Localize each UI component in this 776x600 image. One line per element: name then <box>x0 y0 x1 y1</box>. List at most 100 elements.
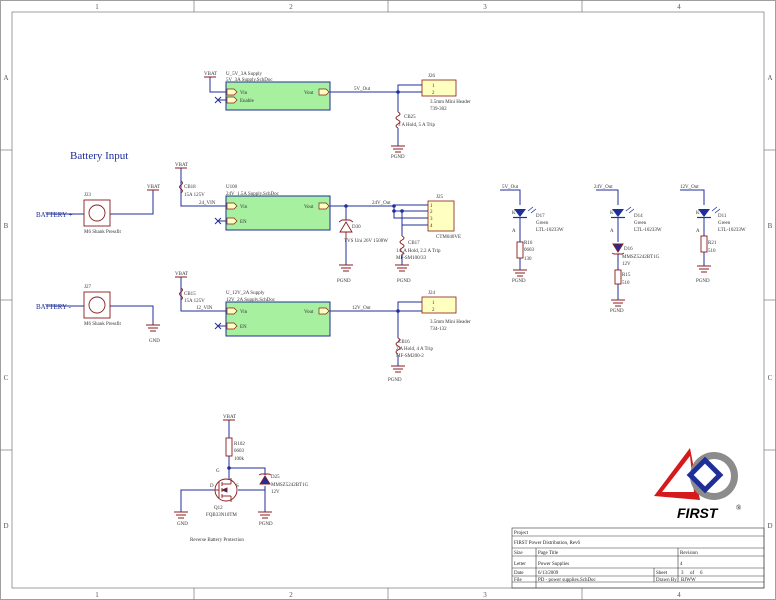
j25-pin-3: 3 <box>430 217 433 222</box>
pgnd-label-d30: PGND <box>337 279 351 284</box>
col-label-1-bottom: 1 <box>95 591 99 599</box>
first-logo: FIRST ® <box>654 448 742 521</box>
row-label-b-left: B <box>4 222 9 230</box>
connector-j25[interactable] <box>427 200 455 232</box>
pgnd-d14 <box>611 299 625 307</box>
connector-j24[interactable] <box>421 296 457 314</box>
title-project-value: FIRST Power Distribution, Rev6 <box>514 541 581 546</box>
col-label-4-bottom: 4 <box>677 591 681 599</box>
ground-symbols <box>146 145 711 519</box>
j24-pin-1: 1 <box>432 301 435 306</box>
pgnd-label-j26: PGND <box>391 155 405 160</box>
connector-j26[interactable] <box>421 79 457 97</box>
r102-value: 100k <box>234 457 245 462</box>
d14-part: LTL-10233W <box>634 228 662 233</box>
block-24v-pin-vout: Vout <box>304 205 314 210</box>
q12-ref: Q12 <box>214 506 223 511</box>
d11-color: Green <box>718 221 731 226</box>
first-logo-text: FIRST <box>677 505 719 521</box>
d16-part: MMSZ5242BT1G <box>622 255 660 260</box>
j27-desc: M6 Shank Pressfit <box>84 322 122 327</box>
cb17-desc1: 1.1 A Hold, 2.2 A Trip <box>396 249 441 254</box>
fuse-cb16-symbol <box>395 337 401 355</box>
resistor-r102-symbol <box>225 437 233 457</box>
pgnd-j24 <box>391 365 405 373</box>
cb18-ref: CB18 <box>184 185 196 190</box>
net-label-12v-out: 12V_Out <box>352 306 371 311</box>
title-file-value: PD - power supplies.SchDoc <box>538 578 597 583</box>
r15-ref: R15 <box>622 273 631 278</box>
block-12v-pin-vin: Vin <box>240 310 248 315</box>
j24-desc2: 734-132 <box>430 327 447 332</box>
r102-ref: R102 <box>234 442 245 447</box>
title-drawn-value: BJWW <box>681 578 696 583</box>
d11-a: A <box>696 229 700 234</box>
title-file-label: File <box>514 578 523 583</box>
title-size-label: Size <box>514 551 523 556</box>
d17-color: Green <box>536 221 549 226</box>
tvs-d30-symbol <box>339 221 353 233</box>
cb16-desc2: MF-SM200-2 <box>396 354 424 359</box>
block-12v-file: 12V_2A Supply.SchDoc <box>226 298 276 303</box>
j26-ref: J26 <box>428 74 435 79</box>
j27-ref: J27 <box>84 285 91 290</box>
pgnd-d25 <box>258 511 272 519</box>
sheet-block-24v[interactable] <box>225 195 331 231</box>
cb15-ref: CB15 <box>184 292 196 297</box>
d14-ref: D14 <box>634 214 643 219</box>
cb17-desc2: MF-SM100/33 <box>396 256 427 261</box>
j25-pin-2: 2 <box>430 210 433 215</box>
d30-ref: D30 <box>352 225 361 230</box>
r15-value: 510 <box>622 281 630 286</box>
vbat-label-r102: VBAT <box>223 415 236 420</box>
cb16-desc1: 2 A Hold, 4 A Trip <box>396 347 433 352</box>
pgnd-label-d11: PGND <box>696 279 710 284</box>
row-label-c-right: C <box>768 374 773 382</box>
cb25-desc: 3 A Hold, 5 A Trip <box>398 123 435 128</box>
first-logo-registered: ® <box>736 504 742 512</box>
row-label-b-right: B <box>768 222 773 230</box>
sheet-block-12v[interactable] <box>225 301 331 337</box>
col-label-3-top: 3 <box>483 3 487 11</box>
cb17-ref: CB17 <box>408 241 420 246</box>
d11-ref: D11 <box>718 214 727 219</box>
d17-ref: D17 <box>536 214 545 219</box>
net-label-12-vin: 12_VIN <box>196 306 213 311</box>
battery-input-heading: Battery Input <box>70 150 128 162</box>
row-label-d-right: D <box>767 522 772 530</box>
terminal-j23-symbol <box>83 199 111 227</box>
block-24v-pin-en: EN <box>240 220 247 225</box>
d16-value: 12V <box>622 262 631 267</box>
col-label-2-top: 2 <box>289 3 293 11</box>
pgnd-label-j24: PGND <box>388 378 402 383</box>
d14-a: A <box>610 229 614 234</box>
r21-ref: R21 <box>708 241 717 246</box>
led-symbols <box>513 206 721 219</box>
pgnd-label-d14: PGND <box>610 309 624 314</box>
resistor-r16-symbol <box>516 241 524 259</box>
sheet-block-5v[interactable] <box>225 81 331 111</box>
q12-pin-d: D <box>210 484 214 489</box>
resistor-r21-symbol <box>700 235 708 253</box>
r102-pkg: 0603 <box>234 449 245 454</box>
fuse-cb18-symbol <box>179 180 183 194</box>
block-12v-pin-en: EN <box>240 325 247 330</box>
pgnd-d17 <box>513 269 527 277</box>
title-revision-value: 4 <box>680 562 683 567</box>
title-block <box>511 527 765 589</box>
col-label-4-top: 4 <box>677 3 681 11</box>
j26-pin-2: 2 <box>432 91 435 96</box>
gnd-label-j27: GND <box>149 339 160 344</box>
block-24v-pin-vin: Vin <box>240 205 248 210</box>
title-of-label: of <box>690 571 695 576</box>
row-label-a-right: A <box>767 74 772 82</box>
title-sheet-total: 6 <box>700 571 703 576</box>
net-label-24-vin: 24_VIN <box>199 201 216 206</box>
d17-a: A <box>512 229 516 234</box>
col-label-1-top: 1 <box>95 3 99 11</box>
title-date-label: Date <box>514 571 524 576</box>
j23-desc: M6 Shank Pressfit <box>84 230 122 235</box>
row-label-c-left: C <box>4 374 9 382</box>
vbat-ports <box>147 76 235 421</box>
